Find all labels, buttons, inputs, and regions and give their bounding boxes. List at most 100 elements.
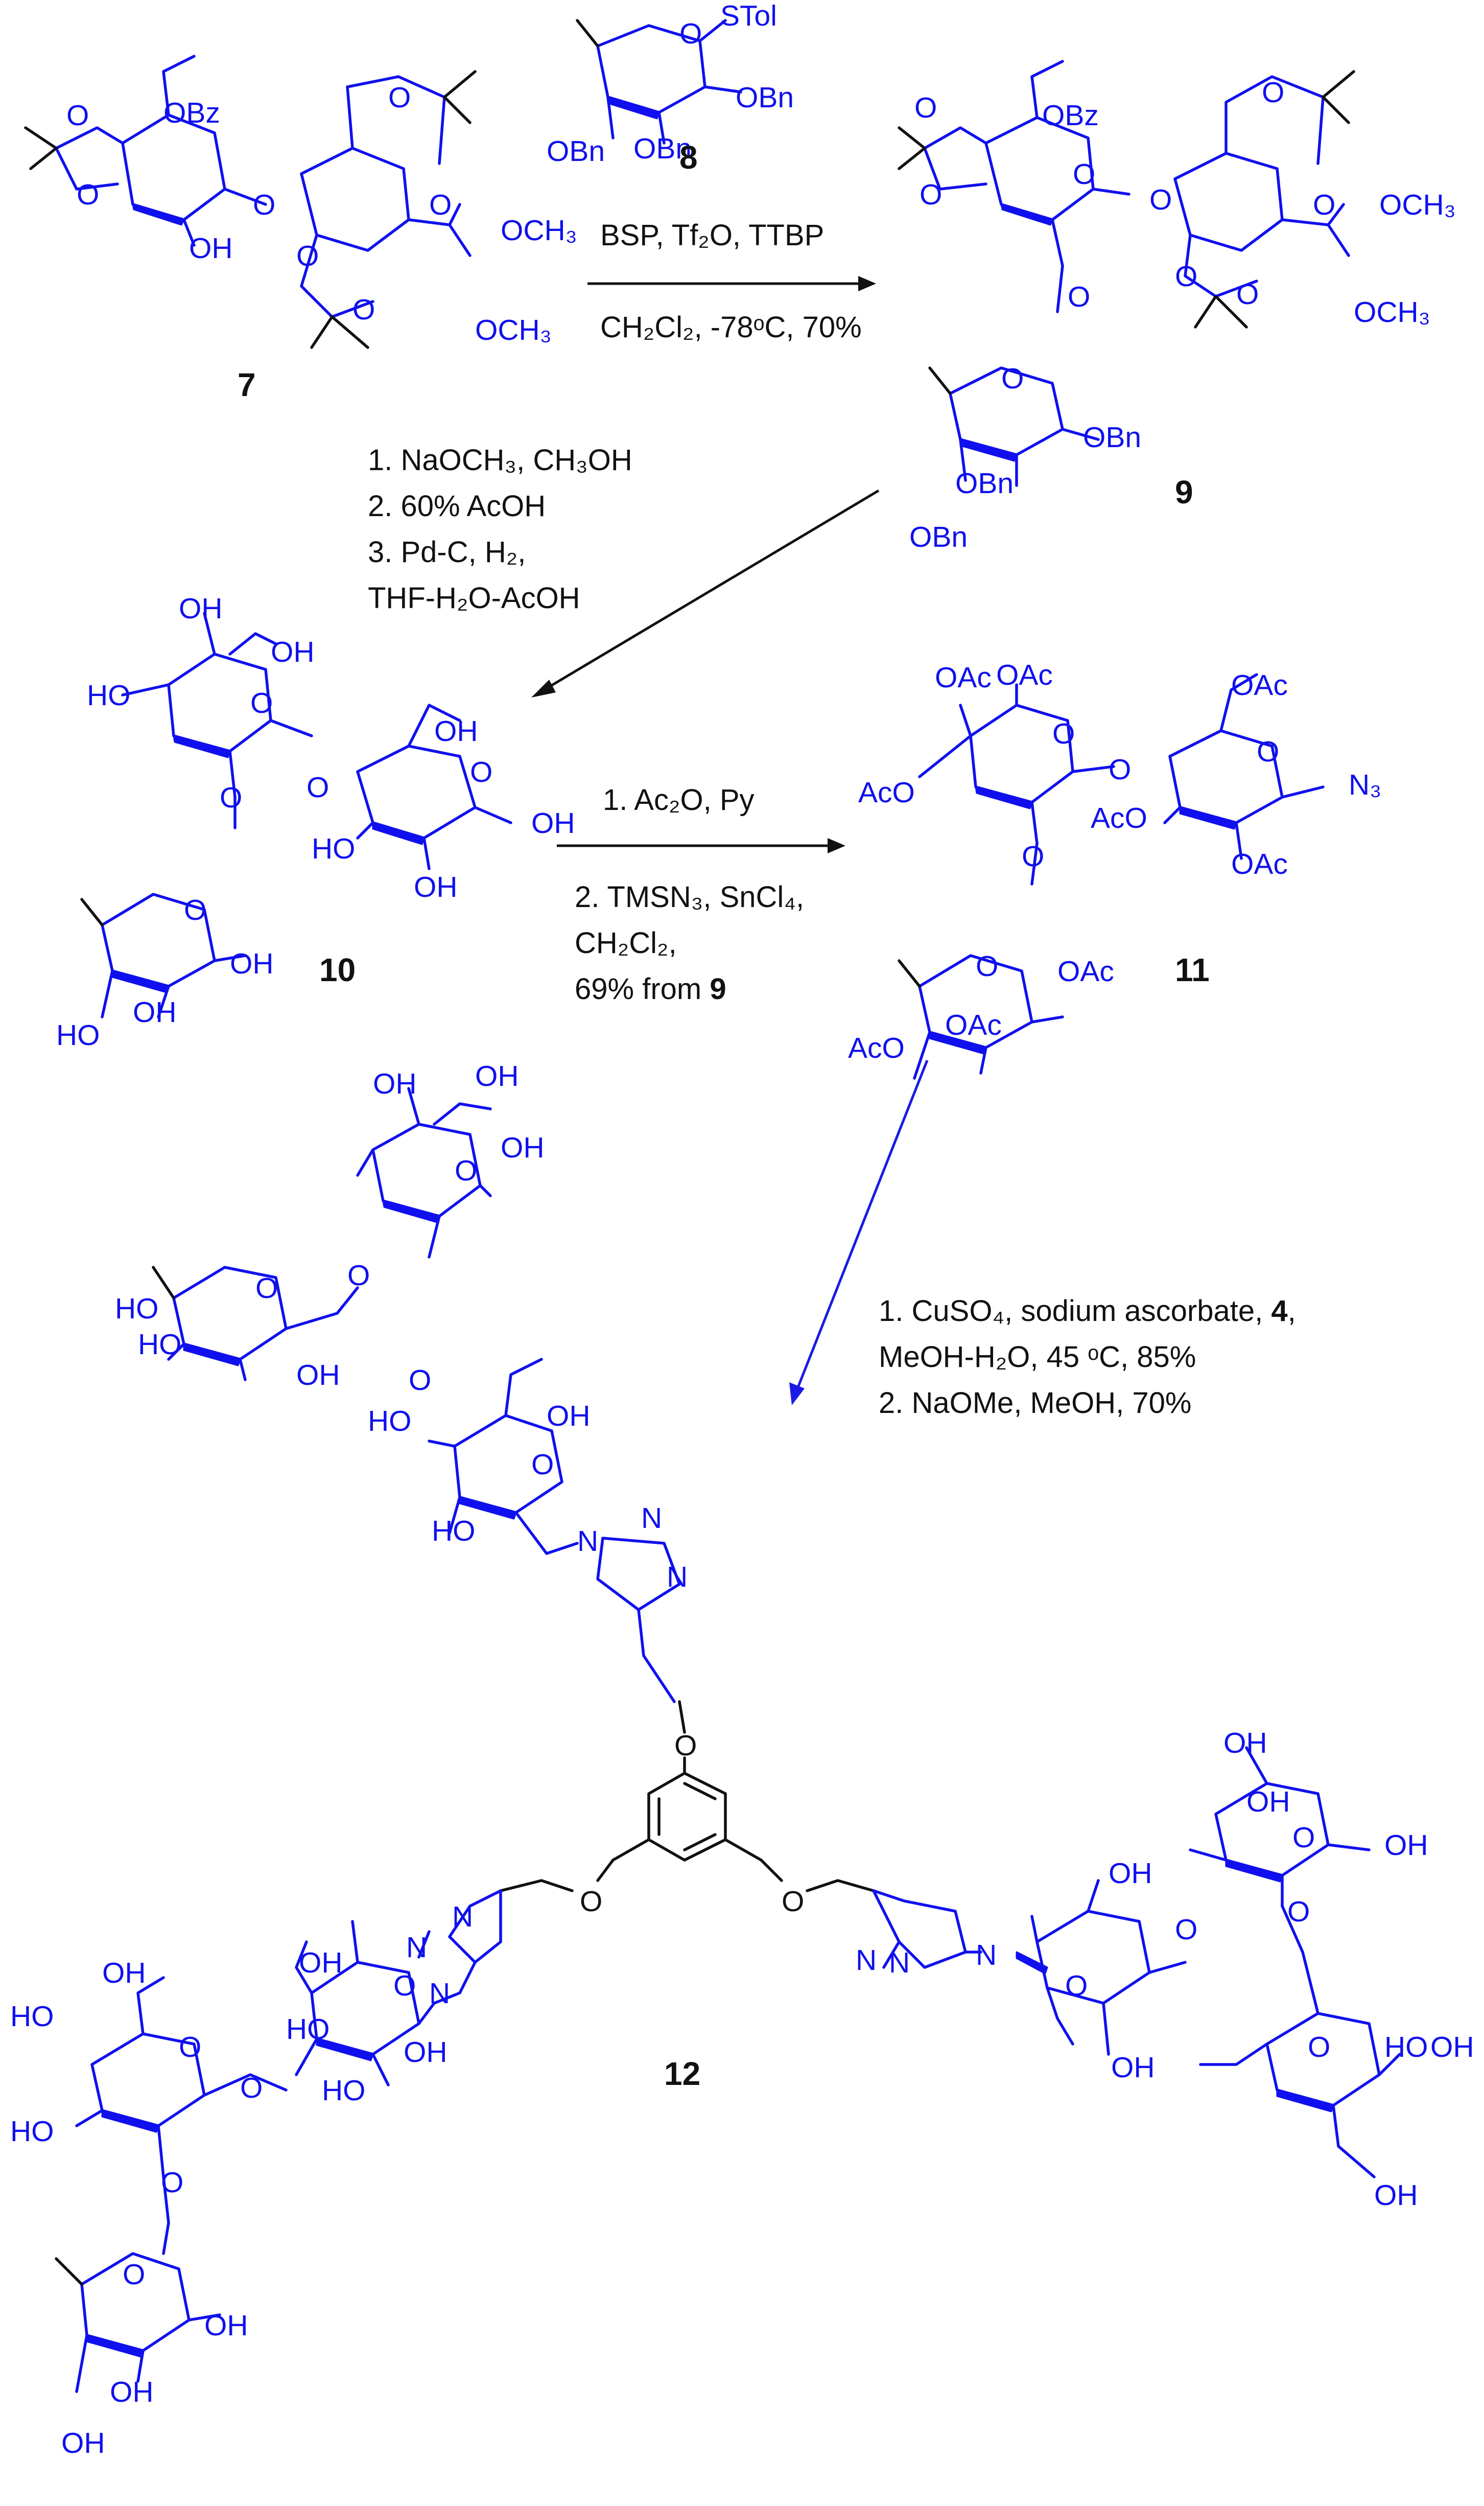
label-AcO-11b: AcO (1091, 802, 1147, 834)
label-O-12e: O (531, 1448, 554, 1481)
label-O-9b: O (920, 178, 942, 211)
label-OH-12j: OH (110, 2376, 154, 2408)
label-OH-12h: OH (102, 1957, 146, 1989)
label-O-12d: O (409, 1364, 431, 1397)
step4-line3: 2. NaOMe, MeOH, 70% (879, 1386, 1191, 1420)
label-O-core-a: O (674, 1729, 697, 1762)
label-N3: N₃ (1349, 769, 1381, 801)
label-HO-12f: HO (322, 2074, 366, 2107)
compound-label-8: 8 (679, 139, 698, 176)
label-OH-10e: OH (414, 871, 458, 903)
label-O-9f: O (1262, 76, 1284, 109)
compound-12-top-arm (152, 1087, 681, 1703)
compound-label-11: 11 (1175, 952, 1210, 988)
label-HO-12g: HO (10, 2000, 54, 2033)
label-O-9d: O (1149, 183, 1172, 216)
label-O-12c: O (255, 1272, 278, 1305)
step2-line4: THF-H₂O-AcOH (368, 582, 580, 615)
label-OCH3-7b: OCH₃ (475, 314, 552, 346)
compound-label-9: 9 (1175, 474, 1193, 511)
label-OH-12f: OH (299, 1946, 343, 1979)
label-N-12i: N (976, 1939, 997, 1971)
label-O-12j: O (123, 2258, 145, 2291)
step2-line3: 3. Pd-C, H₂, (368, 536, 526, 569)
label-N-12c: N (667, 1561, 688, 1593)
compound-11-structure (898, 673, 1325, 1080)
label-OH-12q: OH (1430, 2031, 1474, 2063)
label-O-7f: O (296, 240, 319, 272)
label-OH-12m: OH (1111, 2051, 1155, 2084)
label-OH-10b: OH (271, 636, 315, 668)
label-N-12d: N (452, 1900, 473, 1933)
step1-arrowhead (858, 276, 876, 291)
label-O-11d: O (1022, 840, 1044, 873)
label-OAc-11b: OAc (996, 659, 1053, 691)
label-HO-12b: HO (138, 1328, 182, 1361)
step4-arrowhead (789, 1382, 805, 1405)
label-OH-10d: OH (531, 807, 575, 840)
compound-12-left-arm (55, 1889, 502, 2393)
label-OBn-8c: OBn (547, 135, 605, 168)
label-O-core-b: O (580, 1885, 602, 1918)
label-O-12f: O (393, 1969, 416, 2002)
label-OH-12a: OH (373, 1068, 417, 1100)
compound-label-7: 7 (238, 366, 256, 403)
label-HO-12h: HO (10, 2115, 54, 2148)
label-O-10d: O (470, 756, 492, 788)
step4-line1-suffix: , (1288, 1294, 1296, 1328)
label-OBz-7: OBz (163, 97, 220, 129)
label-O-12i: O (161, 2166, 183, 2199)
label-HO-10b: HO (312, 832, 356, 865)
label-OBn-8b: OBn (633, 132, 692, 165)
step4-line1: 1. CuSO₄, sodium ascorbate, 4, (879, 1294, 1296, 1328)
label-O-9j: O (1001, 362, 1024, 395)
label-O-10a: O (250, 687, 273, 720)
label-OH-12l: OH (1109, 1857, 1152, 1890)
label-OH-10c: OH (434, 715, 478, 748)
label-HO-12e: HO (286, 2013, 330, 2046)
label-OH-12o: OH (1246, 1785, 1290, 1818)
step4-line1-ref: 4 (1271, 1294, 1287, 1328)
label-AcO-11c: AcO (848, 1032, 905, 1064)
label-O-12l: O (1175, 1913, 1197, 1946)
label-OBn-9c: OBn (909, 521, 968, 553)
label-OH-10a: OH (179, 592, 223, 625)
step1-conditions: CH₂Cl₂, -78ᵒC, 70% (600, 311, 862, 344)
label-OBn-8a: OBn (736, 81, 794, 114)
compound-label-12: 12 (664, 2055, 700, 2092)
compound-9-structure (898, 60, 1355, 487)
label-O-7d: O (388, 81, 411, 114)
label-HO-12a: HO (115, 1292, 159, 1325)
label-OH-12i: OH (204, 2309, 248, 2342)
label-O-9c: O (1073, 158, 1095, 191)
step2-line1: 1. NaOCH₃, CH₃OH (368, 444, 632, 477)
label-OH-12c: OH (501, 1131, 545, 1164)
label-OCH3-9b: OCH₃ (1354, 296, 1430, 329)
label-OBn-9b: OBn (955, 467, 1014, 500)
step3-line1: 1. Ac₂O, Py (603, 783, 755, 817)
label-HO-12d: HO (432, 1515, 476, 1547)
label-N-12f: N (429, 1977, 450, 2010)
step3-line3: CH₂Cl₂, (575, 926, 677, 960)
label-OCH3-9a: OCH₃ (1379, 189, 1456, 221)
label-OH-10f: OH (230, 947, 274, 980)
label-O-9i: O (1236, 278, 1259, 311)
label-OH-12r: OH (1374, 2179, 1418, 2212)
label-O-12a: O (455, 1154, 477, 1187)
label-O-9g: O (1313, 189, 1335, 221)
label-OH-7: OH (189, 232, 233, 265)
label-OH-12n: OH (1223, 1727, 1267, 1759)
label-OH-12g: OH (404, 2036, 447, 2069)
label-O-11a: O (1052, 717, 1075, 750)
step2-arrowhead (531, 680, 556, 698)
label-N-12b: N (641, 1502, 662, 1535)
label-OAc-11e: OAc (1057, 955, 1114, 988)
label-N-12e: N (406, 1931, 427, 1964)
label-O-7a: O (66, 99, 89, 132)
step2-arrow (543, 489, 880, 691)
label-O-11e: O (976, 950, 998, 983)
step3-line4-ref: 9 (710, 972, 726, 1006)
label-O-10c: O (220, 781, 242, 814)
compound-8-structure (576, 19, 742, 145)
